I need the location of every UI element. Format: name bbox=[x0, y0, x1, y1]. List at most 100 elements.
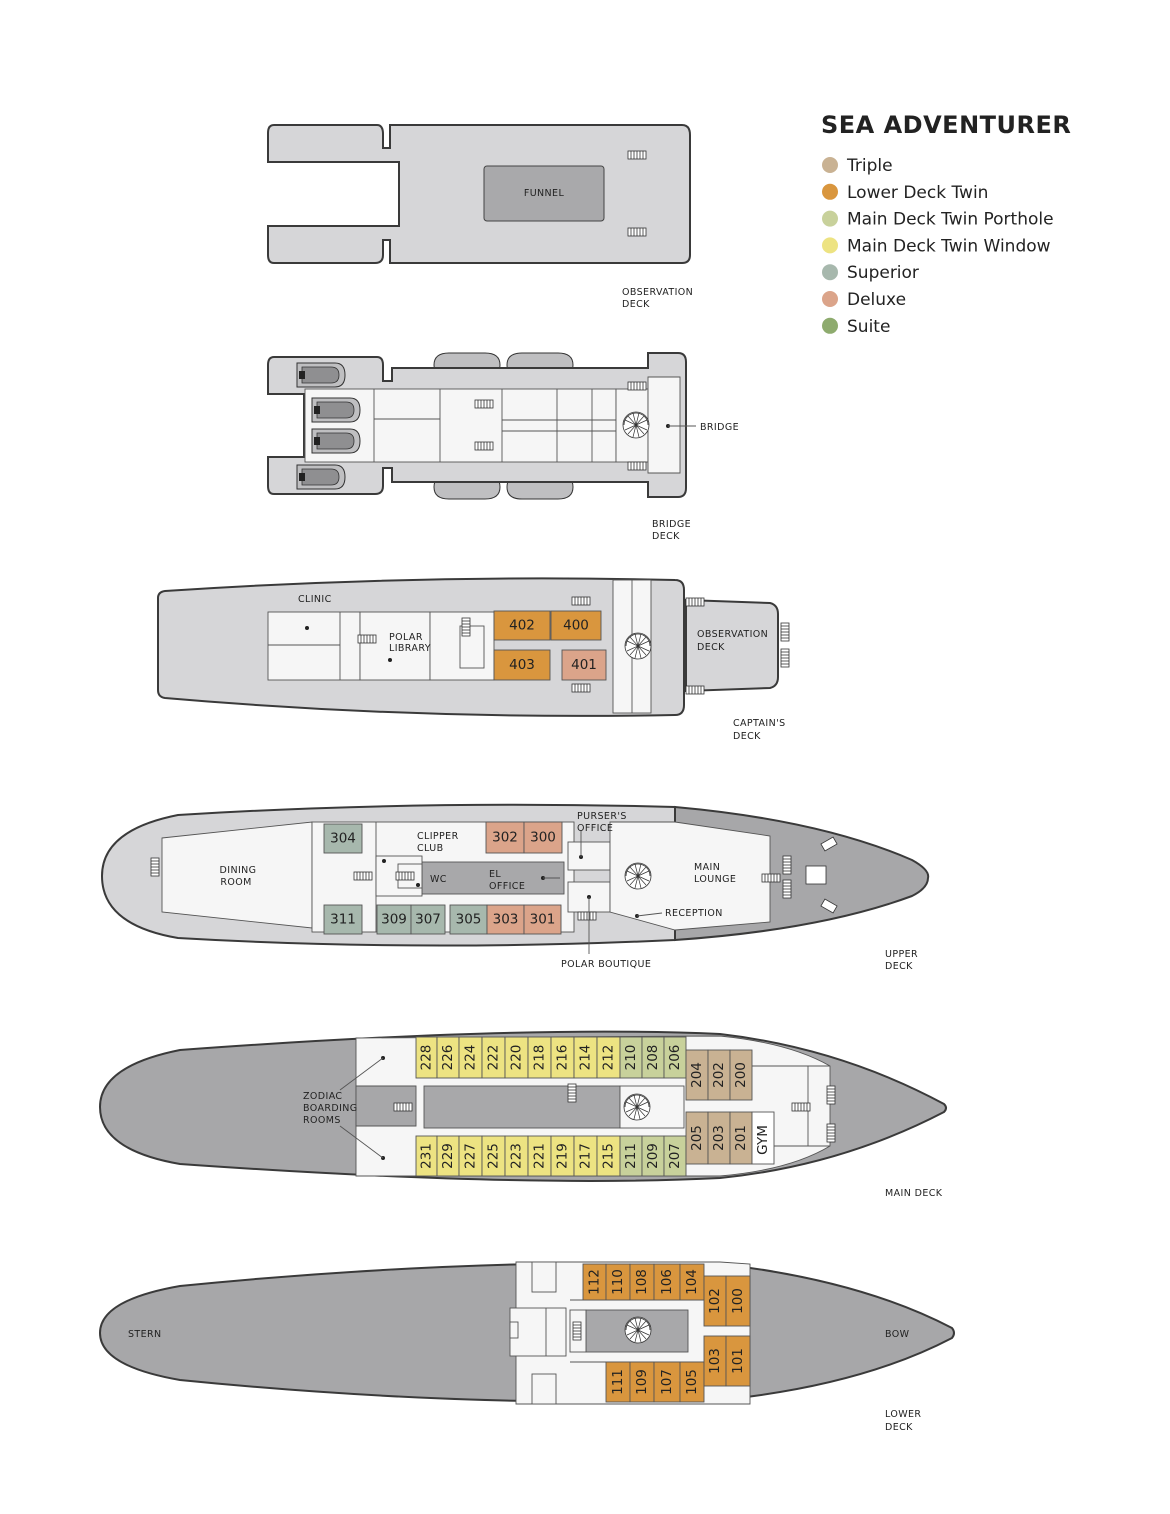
cabin-number: 303 bbox=[493, 912, 519, 928]
cabin-217[interactable]: 217 bbox=[573, 1135, 598, 1177]
cabin-104[interactable]: 104 bbox=[679, 1263, 705, 1301]
cabin-105[interactable]: 105 bbox=[679, 1361, 705, 1403]
legend-item: Main Deck Twin Porthole bbox=[822, 210, 1054, 230]
el-office-label-2: OFFICE bbox=[489, 881, 525, 892]
cabin-200[interactable]: 200 bbox=[729, 1049, 753, 1101]
cabin-number: 200 bbox=[733, 1062, 749, 1088]
cabin-108[interactable]: 108 bbox=[629, 1263, 655, 1301]
cabin-214[interactable]: 214 bbox=[573, 1036, 598, 1079]
cabin-box bbox=[410, 904, 446, 935]
cabin-111[interactable]: 111 bbox=[605, 1361, 631, 1403]
cabin-number: 402 bbox=[509, 618, 535, 634]
cabin-216[interactable]: 216 bbox=[550, 1036, 575, 1079]
cabin-227[interactable]: 227 bbox=[458, 1135, 483, 1177]
el-office-label-1: EL bbox=[489, 869, 501, 880]
cabin-number: 100 bbox=[730, 1288, 746, 1314]
cabin-311[interactable]: 311 bbox=[323, 904, 363, 935]
cabin-number: 109 bbox=[634, 1369, 650, 1395]
cabin-208[interactable]: 208 bbox=[641, 1036, 665, 1079]
cabin-231[interactable]: 231 bbox=[415, 1135, 438, 1177]
cabin-107[interactable]: 107 bbox=[653, 1361, 681, 1403]
legend-item: Suite bbox=[822, 317, 890, 337]
legend-label: Main Deck Twin Window bbox=[847, 236, 1051, 256]
cabin-number: 202 bbox=[711, 1062, 727, 1088]
legend-item: Triple bbox=[822, 156, 893, 176]
cabin-229[interactable]: 229 bbox=[436, 1135, 460, 1177]
cabin-box bbox=[323, 904, 363, 935]
cabin-215[interactable]: 215 bbox=[596, 1135, 621, 1177]
cabin-305[interactable]: 305 bbox=[449, 904, 488, 935]
cabin-number: 401 bbox=[571, 657, 597, 673]
cabin-112[interactable]: 112 bbox=[582, 1263, 607, 1301]
bridge-deck-plan bbox=[267, 352, 696, 500]
pursers-office-label-2: OFFICE bbox=[577, 823, 613, 834]
cabin-401[interactable]: 401 bbox=[561, 649, 607, 681]
cabin-222[interactable]: 222 bbox=[481, 1036, 506, 1079]
cabin-304[interactable]: 304 bbox=[323, 823, 363, 854]
cabin-226[interactable]: 226 bbox=[436, 1036, 460, 1079]
cabin-400[interactable]: 400 bbox=[550, 610, 602, 641]
cabin-number: 222 bbox=[486, 1045, 502, 1071]
cabin-205[interactable]: 205 bbox=[685, 1111, 709, 1165]
cabin-303[interactable]: 303 bbox=[486, 904, 525, 935]
cabin-203[interactable]: 203 bbox=[707, 1111, 731, 1165]
lower-deck-title-1: LOWER bbox=[885, 1409, 921, 1420]
legend-label: Superior bbox=[847, 263, 919, 283]
cabin-box bbox=[561, 649, 607, 681]
cabin-225[interactable]: 225 bbox=[481, 1135, 506, 1177]
legend-swatch bbox=[822, 157, 838, 173]
main-lounge-label-2: LOUNGE bbox=[694, 874, 736, 885]
cabin-302[interactable]: 302 bbox=[485, 821, 525, 854]
cabin-number: 102 bbox=[707, 1288, 723, 1314]
clipper-club-label-2: CLUB bbox=[417, 843, 444, 854]
cabin-206[interactable]: 206 bbox=[663, 1036, 687, 1079]
cabin-301[interactable]: 301 bbox=[523, 904, 562, 935]
cabin-211[interactable]: 211 bbox=[619, 1135, 643, 1177]
cabin-220[interactable]: 220 bbox=[504, 1036, 529, 1079]
cabin-224[interactable]: 224 bbox=[458, 1036, 483, 1079]
cabin-307[interactable]: 307 bbox=[410, 904, 446, 935]
cabin-223[interactable]: 223 bbox=[504, 1135, 529, 1177]
cabin-106[interactable]: 106 bbox=[653, 1263, 681, 1301]
bridge-deck-title-2: DECK bbox=[652, 531, 680, 542]
cabin-402[interactable]: 402 bbox=[493, 610, 551, 641]
cabin-number: 206 bbox=[667, 1045, 683, 1071]
cabin-number: 305 bbox=[456, 912, 482, 928]
cabin-210[interactable]: 210 bbox=[619, 1036, 643, 1079]
cabin-number: 105 bbox=[684, 1369, 700, 1395]
cabin-207[interactable]: 207 bbox=[663, 1135, 687, 1177]
cabin-number: 219 bbox=[555, 1143, 571, 1169]
zodiac-label-2: BOARDING bbox=[303, 1103, 358, 1114]
cabin-300[interactable]: 300 bbox=[523, 821, 563, 854]
cabin-103[interactable]: 103 bbox=[703, 1335, 727, 1387]
cabin-box bbox=[653, 1361, 681, 1403]
cabin-202[interactable]: 202 bbox=[707, 1049, 731, 1101]
captains-obs-label-1: OBSERVATION bbox=[697, 629, 768, 640]
cabin-209[interactable]: 209 bbox=[641, 1135, 665, 1177]
cabin-number: 311 bbox=[330, 912, 356, 928]
cabin-309[interactable]: 309 bbox=[376, 904, 412, 935]
captains-deck-title-1: CAPTAIN'S bbox=[733, 718, 786, 729]
cabin-219[interactable]: 219 bbox=[550, 1135, 575, 1177]
cabin-218[interactable]: 218 bbox=[527, 1036, 552, 1079]
reception-label: RECEPTION bbox=[665, 908, 723, 919]
cabin-102[interactable]: 102 bbox=[703, 1275, 727, 1327]
cabin-109[interactable]: 109 bbox=[629, 1361, 655, 1403]
cabin-101[interactable]: 101 bbox=[725, 1335, 751, 1387]
cabin-204[interactable]: 204 bbox=[685, 1049, 709, 1101]
cabin-201[interactable]: 201 bbox=[729, 1111, 753, 1165]
cabin-number: 205 bbox=[689, 1125, 705, 1151]
dining-room-label-1: DINING bbox=[220, 865, 257, 876]
cabin-110[interactable]: 110 bbox=[605, 1263, 631, 1301]
legend-item: Lower Deck Twin bbox=[822, 183, 988, 203]
cabin-box bbox=[523, 821, 563, 854]
cabin-221[interactable]: 221 bbox=[527, 1135, 552, 1177]
cabin-number: 307 bbox=[415, 912, 441, 928]
cabin-403[interactable]: 403 bbox=[493, 649, 551, 681]
cabin-212[interactable]: 212 bbox=[596, 1036, 621, 1079]
cabin-number: 300 bbox=[530, 830, 556, 846]
cabin-228[interactable]: 228 bbox=[415, 1036, 438, 1079]
cabin-100[interactable]: 100 bbox=[725, 1275, 751, 1327]
